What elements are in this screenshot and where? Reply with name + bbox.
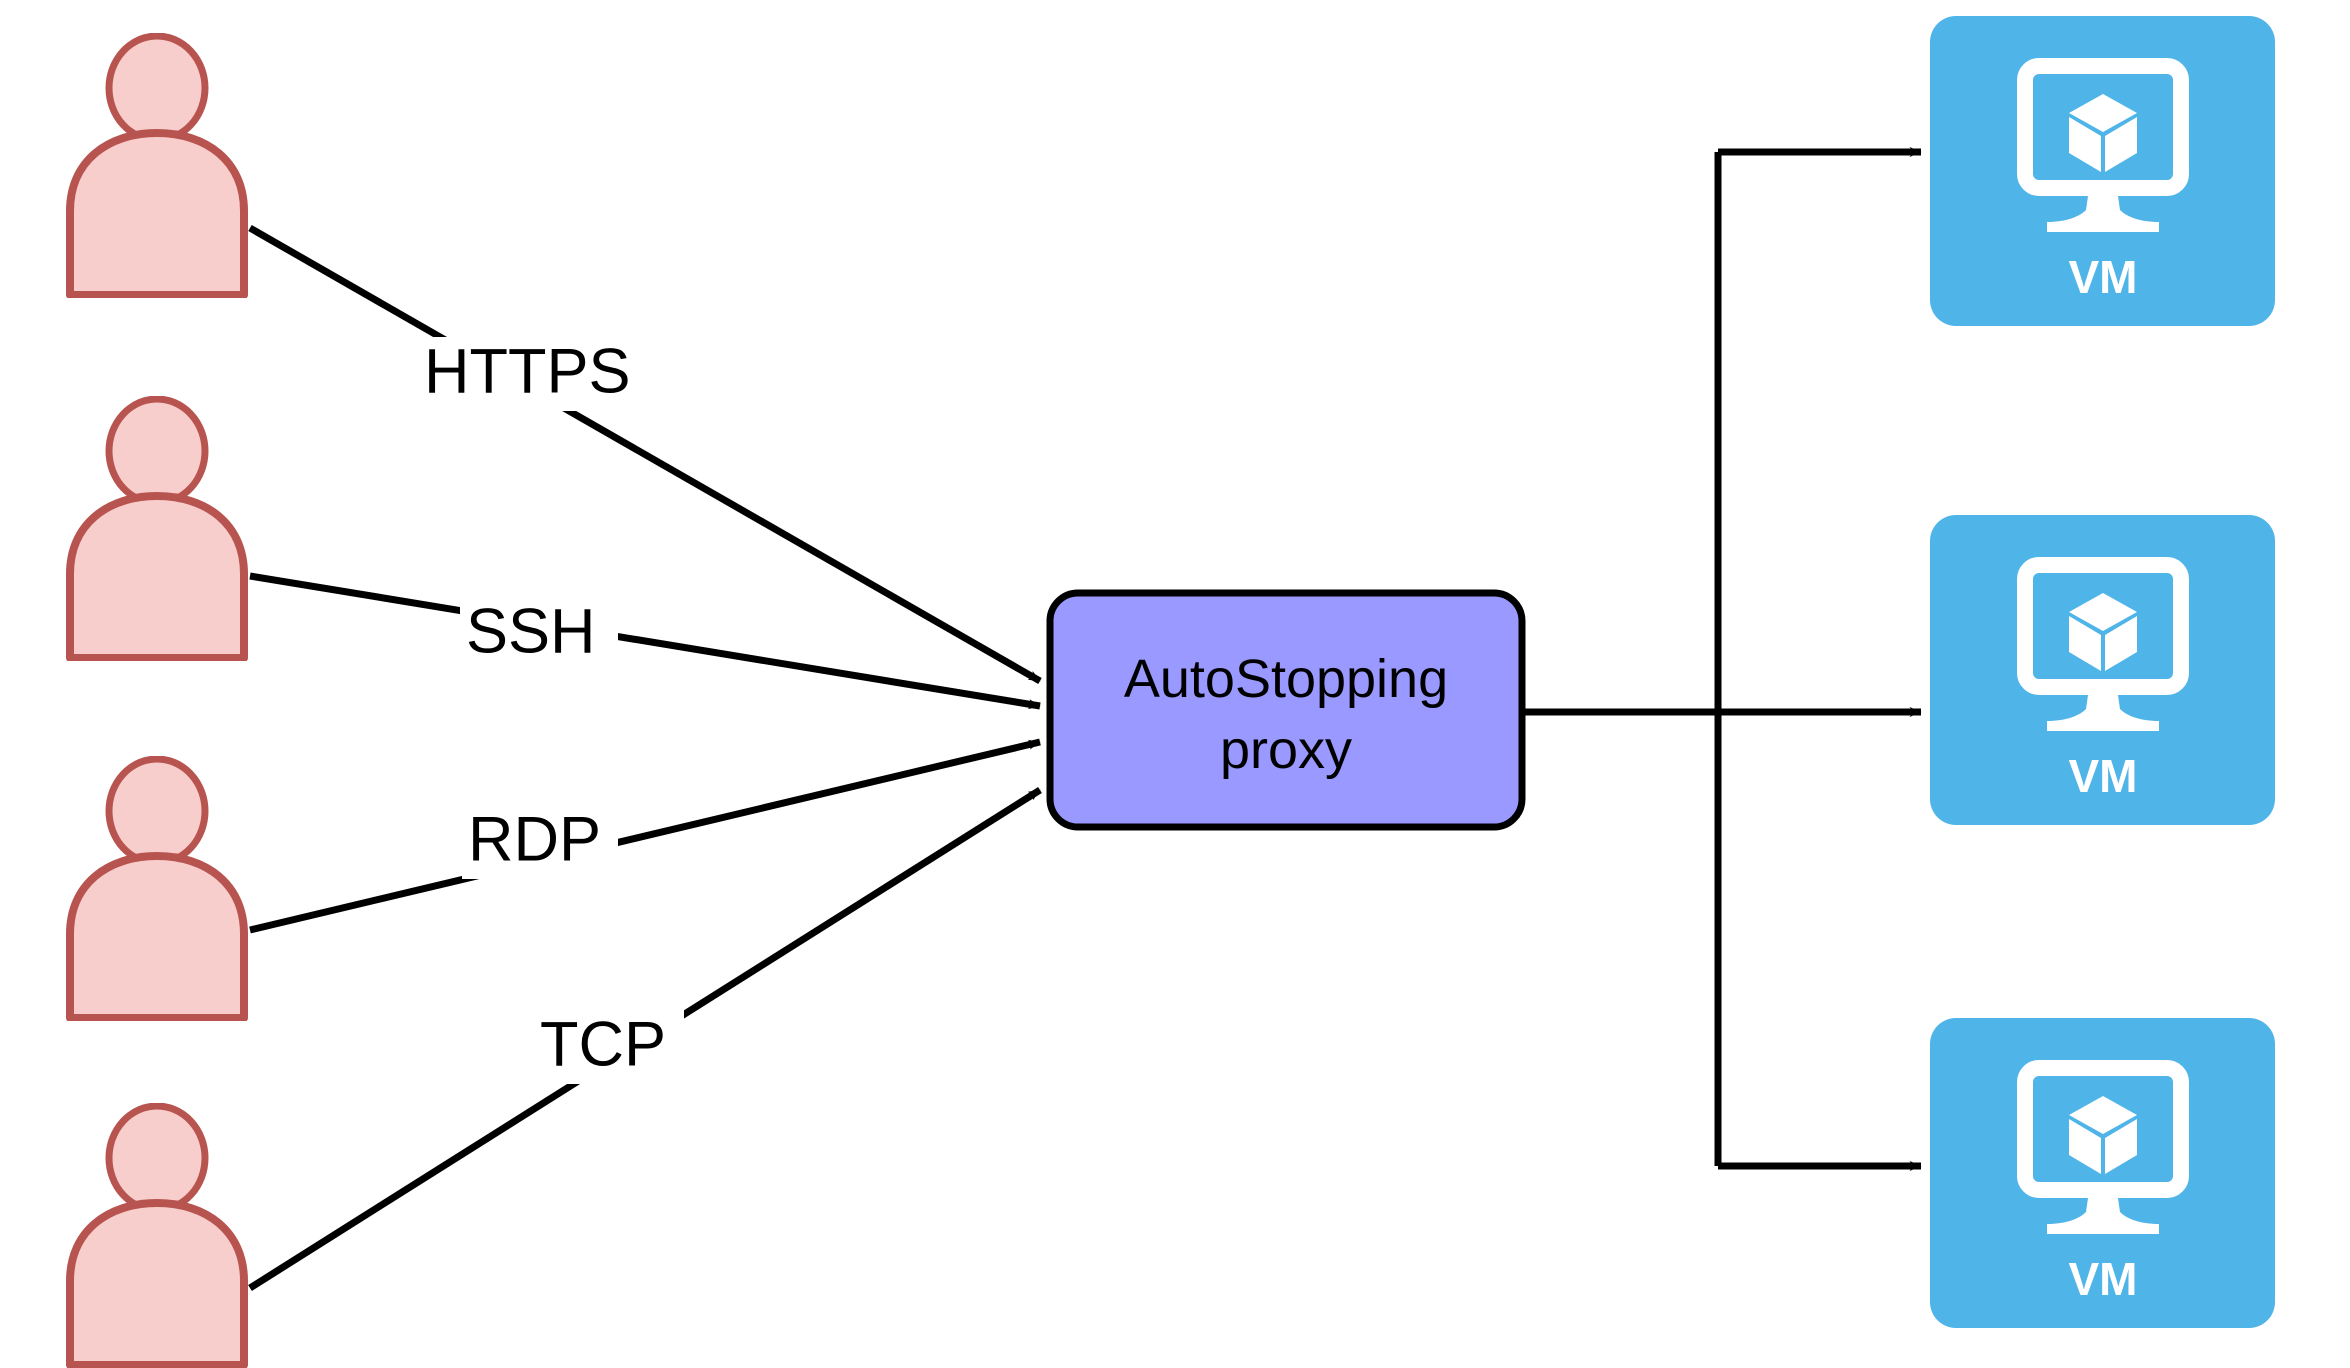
vm-label: VM (2069, 1253, 2138, 1305)
actor-group-1[interactable] (70, 36, 244, 295)
vm-node-3[interactable]: VM (1930, 1018, 2275, 1328)
vm-node-2[interactable]: VM (1930, 515, 2275, 825)
connector-ssh (249, 572, 1041, 710)
proxy-label-line1: AutoStopping (1124, 649, 1448, 709)
actor-group-4[interactable] (70, 1106, 244, 1365)
user-actor-icon[interactable] (70, 759, 244, 1018)
user-actor-icon[interactable] (70, 36, 244, 295)
connector-label-rdp-text: RDP (468, 805, 601, 875)
connector-rdp (249, 738, 1041, 934)
proxy-box[interactable] (1046, 589, 1526, 831)
vm-node-1[interactable]: VM (1930, 16, 2275, 326)
connector-label-ssh: SSH (460, 597, 618, 671)
connector-label-tcp: TCP (534, 1010, 684, 1084)
connector-label-https-text: HTTPS (424, 337, 631, 407)
connector-label-ssh-text: SSH (466, 597, 596, 667)
connector-label-tcp-text: TCP (540, 1010, 666, 1080)
vm-label: VM (2069, 251, 2138, 303)
proxy-label-line2: proxy (1220, 720, 1352, 780)
user-actor-icon[interactable] (70, 1106, 244, 1365)
connector-label-rdp: RDP (462, 805, 618, 879)
connector-https (248, 224, 1042, 685)
autostopping-proxy-node[interactable]: AutoStopping proxy (1046, 589, 1526, 831)
vm-label: VM (2069, 750, 2138, 802)
user-actor-icon[interactable] (70, 399, 244, 658)
actor-group-2[interactable] (70, 399, 244, 658)
actor-group-3[interactable] (70, 759, 244, 1018)
connector-label-https: HTTPS (418, 337, 642, 411)
